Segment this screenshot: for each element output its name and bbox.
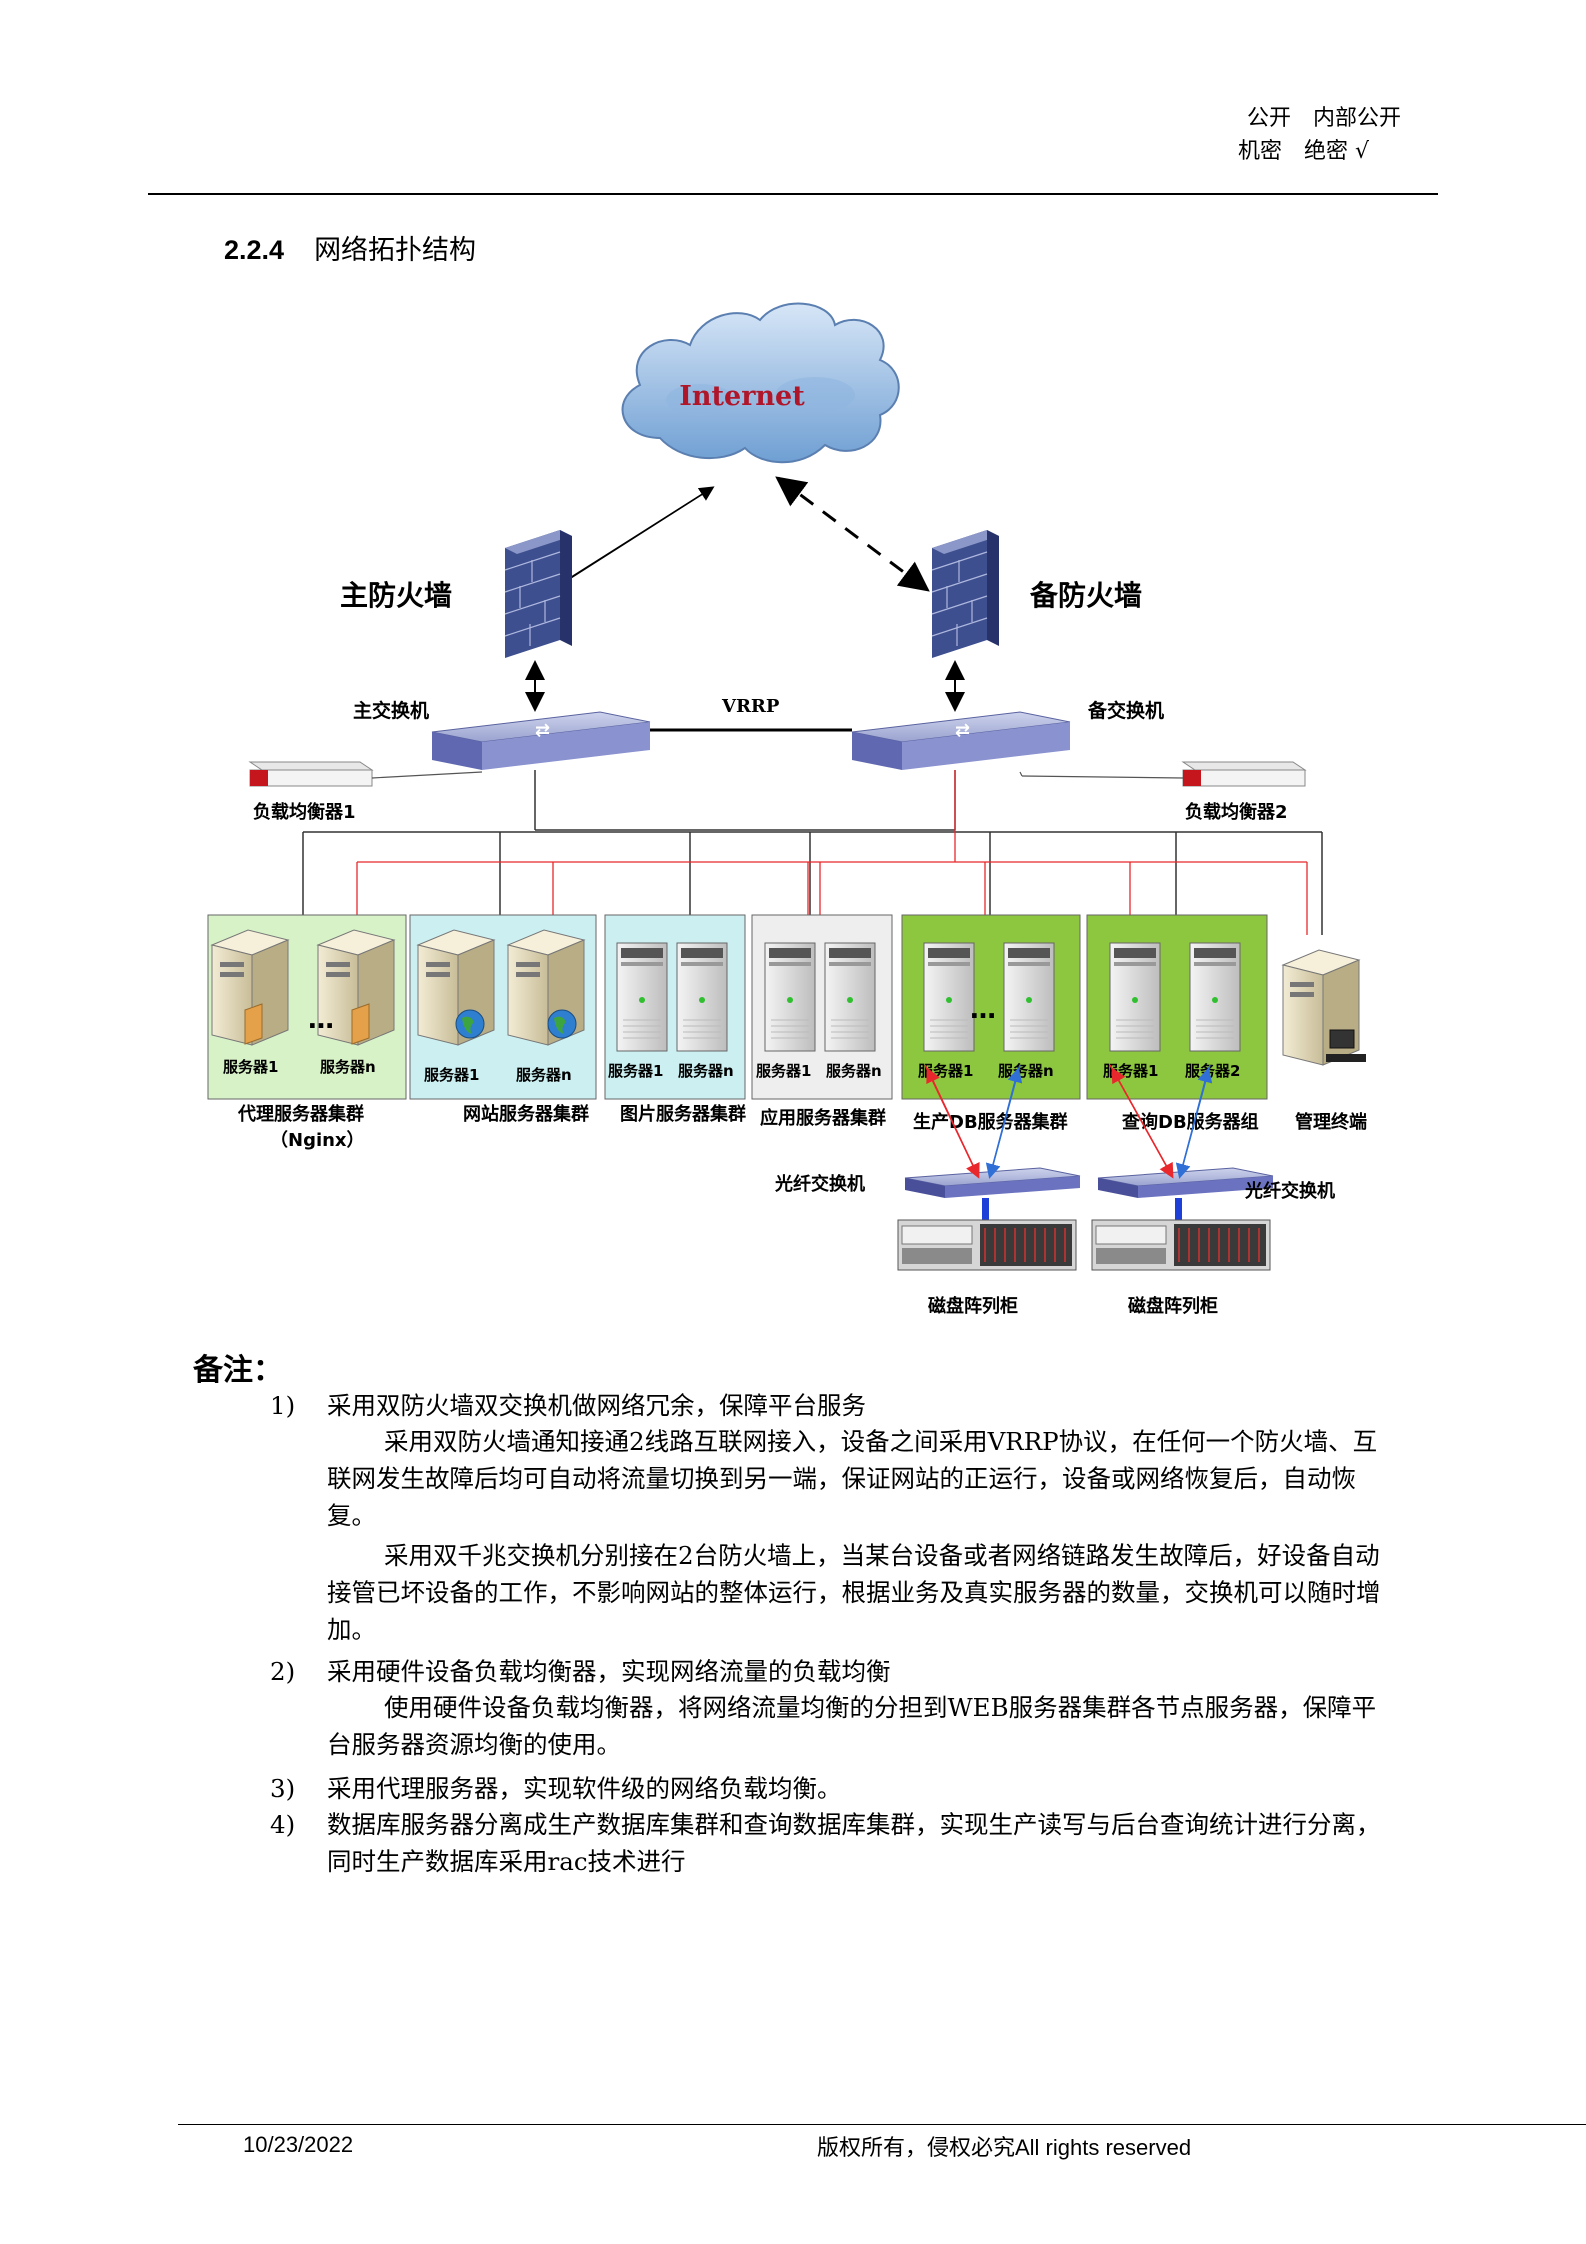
note-item-1: 1) 采用双防火墙双交换机做网络冗余，保障平台服务 bbox=[270, 1387, 1400, 1424]
image-server-1-label: 服务器1 bbox=[608, 1062, 663, 1080]
app-server-n-label: 服务器n bbox=[826, 1062, 882, 1080]
note-text: 采用硬件设备负载均衡器，实现网络流量的负载均衡 bbox=[327, 1657, 891, 1686]
proxy-ellipsis: … bbox=[308, 1005, 334, 1035]
image-cluster-name: 图片服务器集群 bbox=[620, 1103, 746, 1125]
load-balancer-1-label: 负载均衡器1 bbox=[253, 801, 356, 823]
notes-title: 备注： bbox=[193, 1353, 283, 1388]
network-topology-diagram: Internet 主防火墙 备防火墙 bbox=[207, 302, 1367, 1317]
note-2-paragraph: 使用硬件设备负载均衡器，将网络流量均衡的分担到WEB服务器集群各节点服务器，保障… bbox=[327, 1693, 1377, 1759]
load-balancer-1-icon bbox=[248, 761, 374, 787]
production-db-server-n-label: 服务器n bbox=[998, 1062, 1054, 1080]
disk-array-right-label: 磁盘阵列柜 bbox=[1128, 1295, 1218, 1317]
proxy-server-n-icon bbox=[316, 929, 396, 1046]
app-cluster-name: 应用服务器集群 bbox=[760, 1107, 886, 1129]
image-server-n-label: 服务器n bbox=[678, 1062, 734, 1080]
footer-rule bbox=[178, 2124, 1586, 2125]
backup-firewall-label: 备防火墙 bbox=[1029, 579, 1142, 612]
svg-text:⇄: ⇄ bbox=[535, 720, 550, 741]
note-text: 采用双防火墙双交换机做网络冗余，保障平台服务 bbox=[327, 1391, 866, 1420]
production-db-ellipsis: … bbox=[970, 995, 996, 1025]
note-item-4: 4) 数据库服务器分离成生产数据库集群和查询数据库集群，实现生产读写与后台查询统… bbox=[270, 1806, 1400, 1880]
backup-switch-icon: ⇄ bbox=[851, 711, 1071, 770]
vrrp-label: VRRP bbox=[721, 696, 780, 717]
query-db-server-1-label: 服务器1 bbox=[1103, 1062, 1158, 1080]
main-switch-icon: ⇄ bbox=[431, 711, 651, 770]
production-db-cluster-name: 生产DB服务器集群 bbox=[913, 1111, 1068, 1133]
note-text: 采用代理服务器，实现软件级的网络负载均衡。 bbox=[327, 1774, 842, 1803]
proxy-server-n-label: 服务器n bbox=[320, 1058, 376, 1076]
query-db-cluster-name: 查询DB服务器组 bbox=[1122, 1111, 1259, 1133]
footer-copyright: 版权所有，侵权必究All rights reserved bbox=[817, 2135, 1192, 2160]
management-terminal-label: 管理终端 bbox=[1295, 1111, 1367, 1133]
web-server-1-label: 服务器1 bbox=[424, 1066, 479, 1084]
main-switch-label: 主交换机 bbox=[353, 699, 429, 722]
internet-cloud-icon bbox=[621, 302, 900, 464]
fiber-switch-right-label: 光纤交换机 bbox=[1244, 1180, 1335, 1202]
web-cluster-name: 网站服务器集群 bbox=[463, 1103, 589, 1125]
section-heading: 2.2.4 网络拓扑结构 bbox=[224, 228, 476, 267]
rack-servers-group bbox=[616, 942, 1241, 1052]
backup-firewall-icon bbox=[931, 530, 999, 658]
load-balancer-2-icon bbox=[1181, 761, 1307, 787]
load-balancer-2-label: 负载均衡器2 bbox=[1185, 801, 1288, 823]
disk-array-right-icon bbox=[1091, 1219, 1271, 1271]
backup-switch-label: 备交换机 bbox=[1087, 699, 1164, 722]
classification-secret: 机密 绝密 √ bbox=[1238, 139, 1370, 164]
main-firewall-icon bbox=[504, 530, 572, 658]
note-text: 数据库服务器分离成生产数据库集群和查询数据库集群，实现生产读写与后台查询统计进行… bbox=[327, 1810, 1381, 1876]
disk-array-left-icon bbox=[897, 1219, 1077, 1271]
note-number: 4) bbox=[270, 1810, 296, 1839]
query-db-server-1-icon bbox=[1109, 942, 1161, 1052]
note-number: 1) bbox=[270, 1391, 296, 1420]
note-item-2: 2) 采用硬件设备负载均衡器，实现网络流量的负载均衡 bbox=[270, 1653, 1400, 1690]
section-number: 2.2.4 bbox=[224, 235, 285, 265]
section-title: 网络拓扑结构 bbox=[314, 235, 477, 266]
production-db-server-n-icon bbox=[1003, 942, 1055, 1052]
query-db-server-2-label: 服务器2 bbox=[1185, 1062, 1240, 1080]
classification-public: 公开 内部公开 bbox=[1247, 106, 1402, 131]
proxy-cluster-sub: （Nginx） bbox=[270, 1130, 365, 1151]
proxy-server-1-label: 服务器1 bbox=[223, 1058, 278, 1076]
note-number: 3) bbox=[270, 1774, 296, 1803]
svg-text:⇄: ⇄ bbox=[955, 720, 970, 741]
proxy-cluster-name: 代理服务器集群 bbox=[237, 1103, 364, 1125]
note-item-3: 3) 采用代理服务器，实现软件级的网络负载均衡。 bbox=[270, 1770, 1400, 1807]
main-network-bus bbox=[302, 770, 1323, 935]
app-server-n-icon bbox=[824, 942, 876, 1052]
internet-label: Internet bbox=[679, 381, 805, 412]
footer-date: 10/23/2022 bbox=[243, 2132, 354, 2157]
web-server-n-icon bbox=[506, 929, 586, 1046]
fiber-switch-left-icon bbox=[904, 1167, 1081, 1198]
fiber-switch-left-label: 光纤交换机 bbox=[774, 1173, 865, 1195]
disk-array-left-label: 磁盘阵列柜 bbox=[928, 1295, 1018, 1317]
web-server-1-icon bbox=[416, 929, 496, 1046]
query-db-server-2-icon bbox=[1189, 942, 1241, 1052]
note-1-paragraph-b: 采用双千兆交换机分别接在2台防火墙上，当某台设备或者网络链路发生故障后，好设备自… bbox=[327, 1541, 1381, 1644]
management-terminal-icon bbox=[1281, 949, 1366, 1066]
app-server-1-label: 服务器1 bbox=[756, 1062, 811, 1080]
backup-network-bus bbox=[356, 770, 1308, 935]
image-server-n-icon bbox=[676, 942, 728, 1052]
production-db-server-1-label: 服务器1 bbox=[918, 1062, 973, 1080]
image-server-1-icon bbox=[616, 942, 668, 1052]
header-rule bbox=[148, 193, 1438, 195]
app-server-1-icon bbox=[764, 942, 816, 1052]
production-db-server-1-icon bbox=[923, 942, 975, 1052]
proxy-server-1-icon bbox=[210, 929, 290, 1046]
note-1-paragraph-a: 采用双防火墙通知接通2线路互联网接入，设备之间采用VRRP协议，在任何一个防火墙… bbox=[327, 1427, 1378, 1530]
web-server-n-label: 服务器n bbox=[516, 1066, 572, 1084]
note-number: 2) bbox=[270, 1657, 296, 1686]
backup-firewall-internet-link bbox=[777, 476, 930, 592]
main-firewall-label: 主防火墙 bbox=[340, 579, 452, 612]
